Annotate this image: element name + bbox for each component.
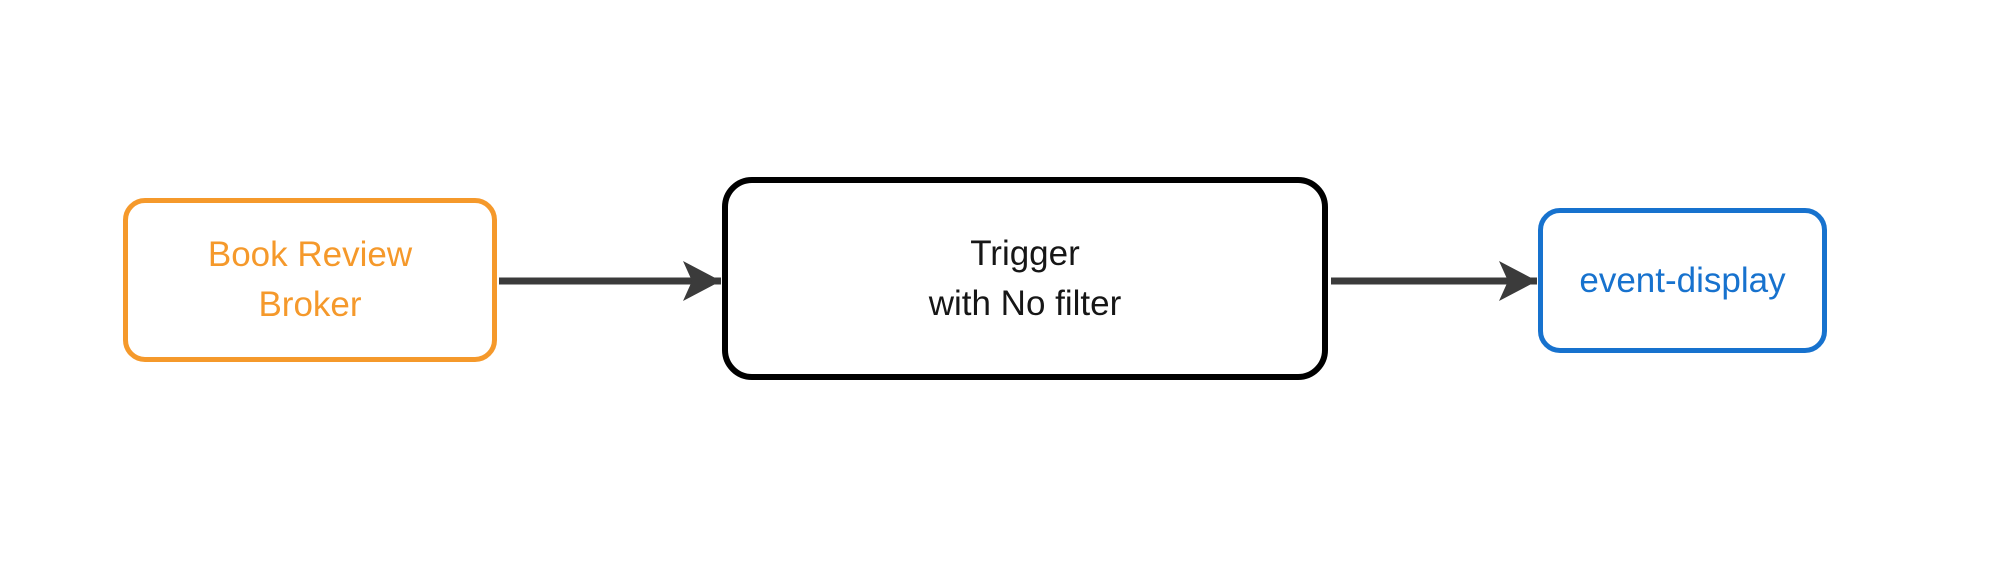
- node-trigger-label: Trigger with No filter: [929, 229, 1122, 329]
- node-broker-label-line1: Book Review: [207, 235, 413, 274]
- node-event-display-label: event-display: [1579, 256, 1785, 306]
- node-event-display: event-display: [1538, 208, 1827, 353]
- node-trigger-label-line1: Trigger: [970, 233, 1080, 273]
- node-trigger-label-line2: with No filter: [928, 283, 1122, 323]
- node-broker-label-line2: Broker: [258, 285, 362, 324]
- node-trigger: Trigger with No filter: [722, 177, 1328, 380]
- node-event-display-label-line1: event-display: [1579, 260, 1786, 300]
- node-broker: Book Review Broker: [123, 198, 497, 362]
- node-broker-label: Book Review Broker: [208, 230, 412, 330]
